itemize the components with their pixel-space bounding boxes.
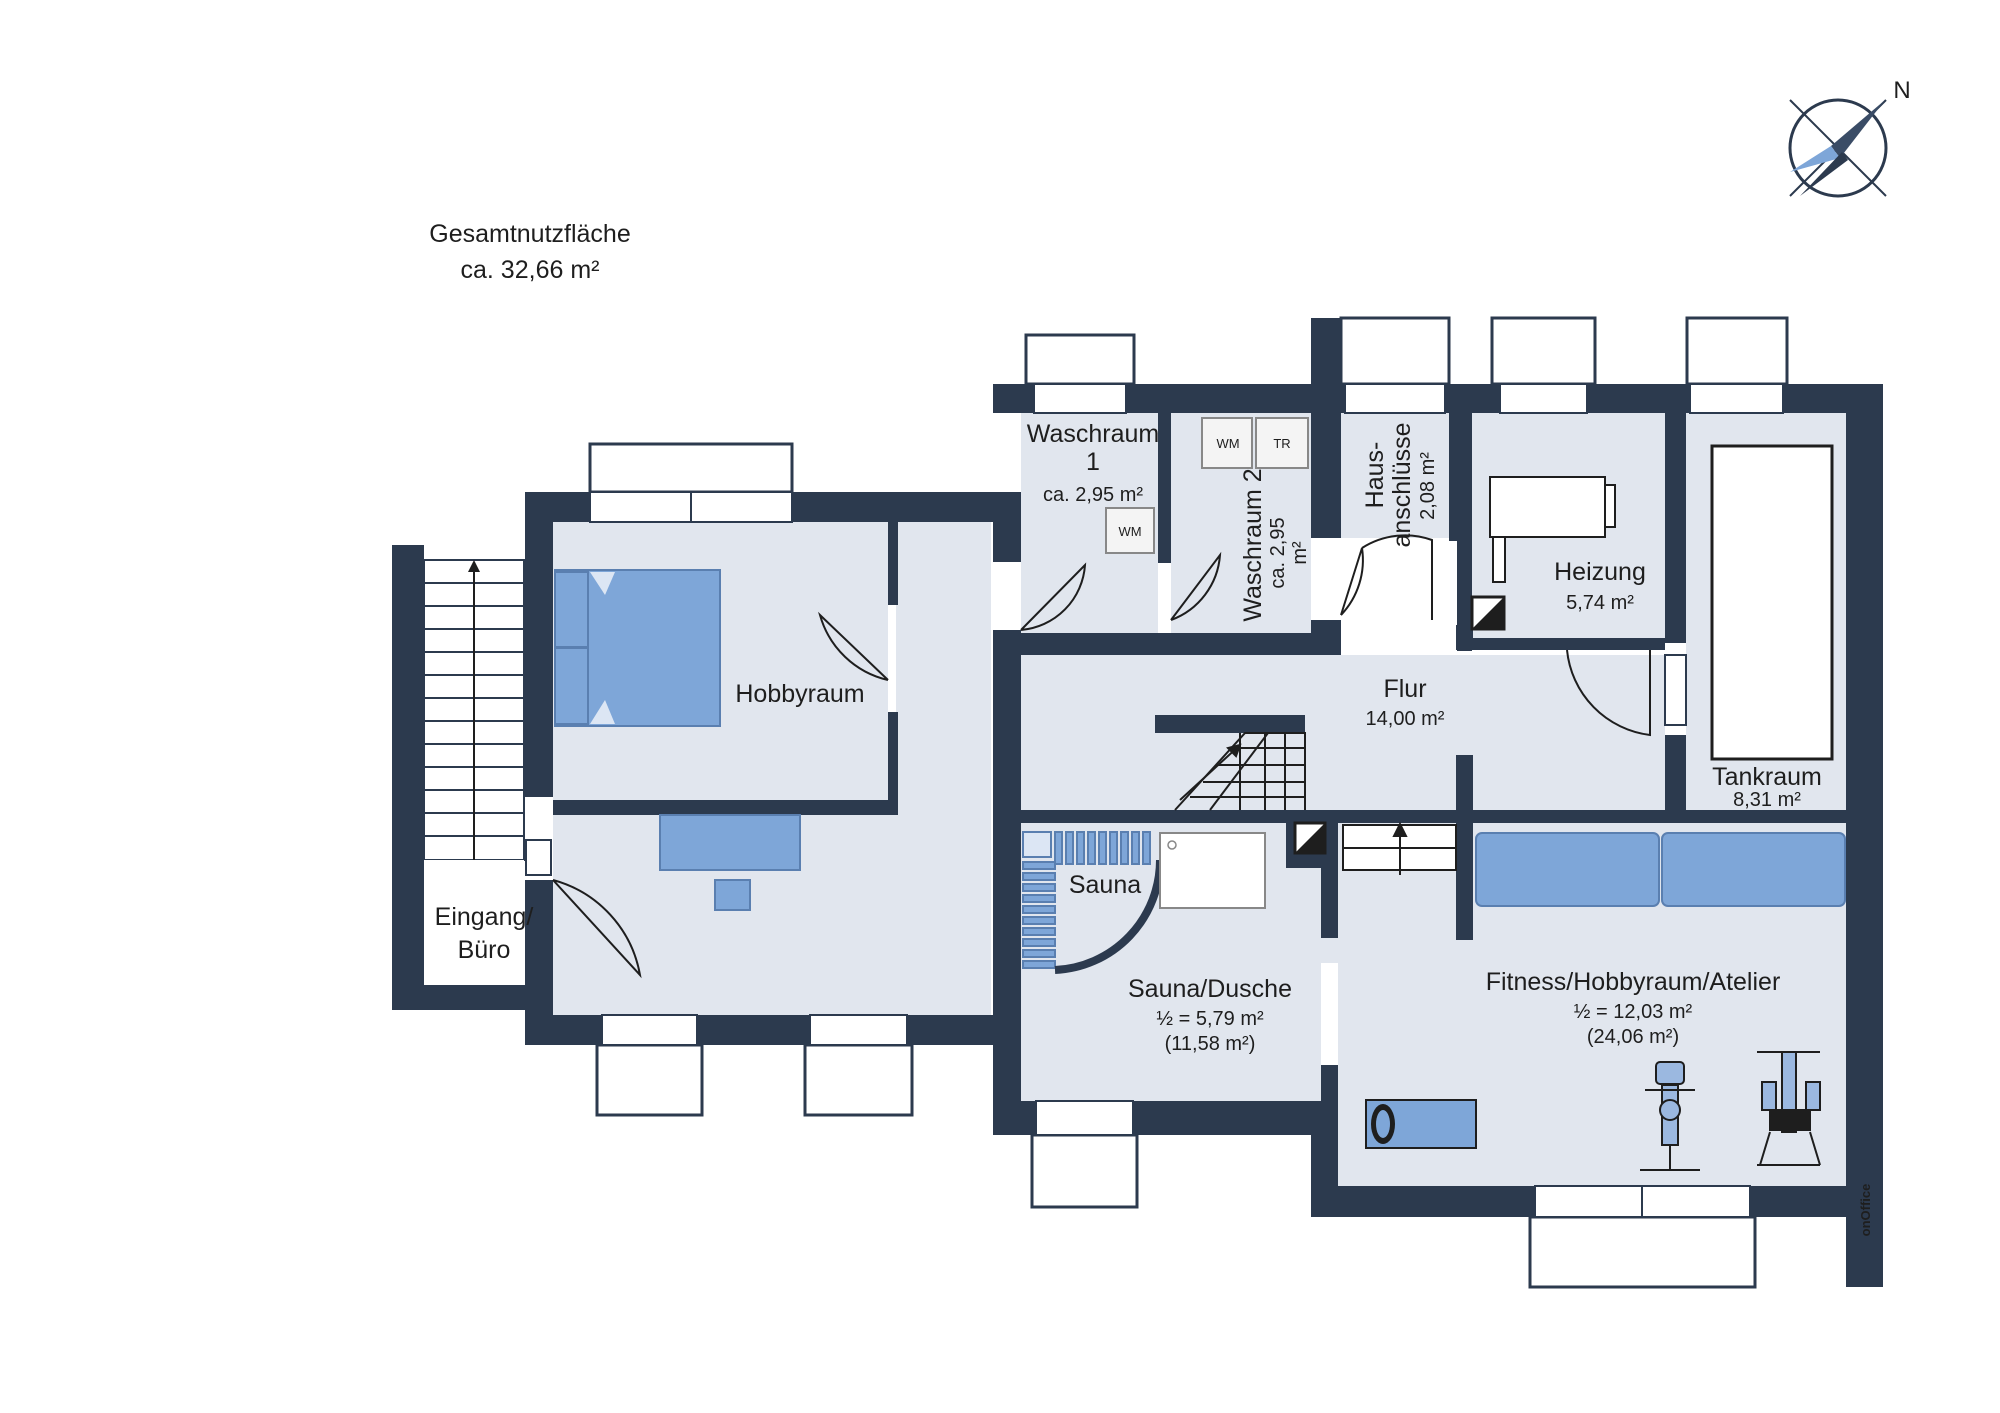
door-waschraum2 <box>1170 551 1222 621</box>
window-tankraum <box>1685 316 1789 386</box>
washing-machine-2 <box>1201 417 1253 469</box>
dryer <box>1255 417 1309 469</box>
window-tank-side <box>1664 654 1687 726</box>
compass-icon <box>1788 98 1888 198</box>
flur-area: 14,00 m² <box>1366 708 1445 730</box>
stairs-flur <box>1174 732 1457 875</box>
heizung-name: Heizung <box>1554 558 1646 586</box>
washing-machine-1 <box>1105 507 1155 554</box>
desk-chair <box>714 879 751 911</box>
treadmill <box>1365 1099 1477 1149</box>
fitness-area-half: ½ = 12,03 m² <box>1574 1001 1693 1023</box>
tankraum-name: Tankraum <box>1712 763 1822 791</box>
door-hausanschluesse <box>1340 547 1364 616</box>
hausanschluesse-floor <box>1341 413 1449 538</box>
fitness-name: Fitness/Hobbyraum/Atelier <box>1486 968 1781 996</box>
door-hausanschluesse-2 <box>1361 534 1433 620</box>
door-heizung <box>1566 649 1651 737</box>
heizung-area: 5,74 m² <box>1566 592 1634 614</box>
fitness-area-full: (24,06 m²) <box>1587 1026 1679 1048</box>
exercise-bike <box>1640 1061 1700 1171</box>
weight-machine <box>1757 1051 1821 1166</box>
compass-label: N <box>1893 77 1910 104</box>
sauna-dusche-area-half: ½ = 5,79 m² <box>1156 1008 1264 1030</box>
eingang-name-2: Büro <box>458 936 511 964</box>
desk <box>659 814 801 871</box>
flur-floor <box>1021 655 1665 810</box>
door-entrance <box>552 879 642 979</box>
eingang-name-1: Eingang/ <box>435 903 534 931</box>
tr-label: TR <box>1273 436 1290 451</box>
tankraum-area: 8,31 m² <box>1733 789 1801 811</box>
sofa <box>1475 832 1846 907</box>
bed <box>554 569 721 727</box>
room-floors <box>553 413 1846 1186</box>
shower-tray <box>1159 832 1266 909</box>
window-buero-left <box>595 1043 704 1117</box>
waschraum1-name-2: 1 <box>1086 448 1100 476</box>
door-waschraum1 <box>1020 562 1087 631</box>
window-fitness <box>1528 1215 1757 1289</box>
sauna-name: Sauna <box>1069 871 1141 899</box>
hobbyraum-name: Hobbyraum <box>735 680 864 708</box>
waschraum2-name: Waschraum 2 <box>1239 468 1267 621</box>
window-buero-right <box>803 1043 914 1117</box>
sauna-benches <box>1022 831 1151 969</box>
window-hausanschluesse <box>1339 316 1451 386</box>
stairs-entrance <box>423 559 552 985</box>
labels: N Gesamtnutzfläche ca. 32,66 m² Hobbyrau… <box>429 77 1910 1236</box>
hall-left-floor <box>896 522 991 822</box>
sauna-wall-curve <box>1054 859 1165 974</box>
hausanschluesse-name-1: Haus- <box>1361 442 1389 509</box>
furniture <box>554 417 1846 1171</box>
door-hobbyraum <box>818 611 889 681</box>
windows <box>588 316 1789 1289</box>
hausanschluesse-name-2: anschlüsse <box>1388 422 1416 547</box>
wm-label-1: WM <box>1118 524 1141 539</box>
hausanschluesse-area: 2,08 m² <box>1417 452 1439 520</box>
total-area-value: ca. 32,66 m² <box>461 256 600 284</box>
boiler <box>1489 476 1616 583</box>
waschraum1-name-1: Waschraum <box>1027 420 1159 448</box>
oil-tank <box>1710 444 1834 761</box>
total-area-title: Gesamtnutzfläche <box>429 220 631 248</box>
waschraum2-area-2: m² <box>1289 541 1311 565</box>
wm-label-2: WM <box>1216 436 1239 451</box>
brand-logo: onOffice <box>1858 1184 1873 1237</box>
window-heizung <box>1490 316 1597 386</box>
chimney-heizung <box>1470 595 1506 631</box>
window-hobbyraum <box>588 442 794 494</box>
sauna-dusche-area-full: (11,58 m²) <box>1165 1033 1256 1055</box>
waschraum1-area: ca. 2,95 m² <box>1043 484 1143 506</box>
waschraum2-area-1: ca. 2,95 <box>1267 517 1289 588</box>
flur-name: Flur <box>1383 675 1426 703</box>
sauna-dusche-name: Sauna/Dusche <box>1128 975 1292 1003</box>
chimney-flur <box>1293 821 1327 855</box>
doors <box>552 534 1651 979</box>
window-waschraum1 <box>1024 333 1136 386</box>
window-sauna <box>1030 1133 1139 1209</box>
